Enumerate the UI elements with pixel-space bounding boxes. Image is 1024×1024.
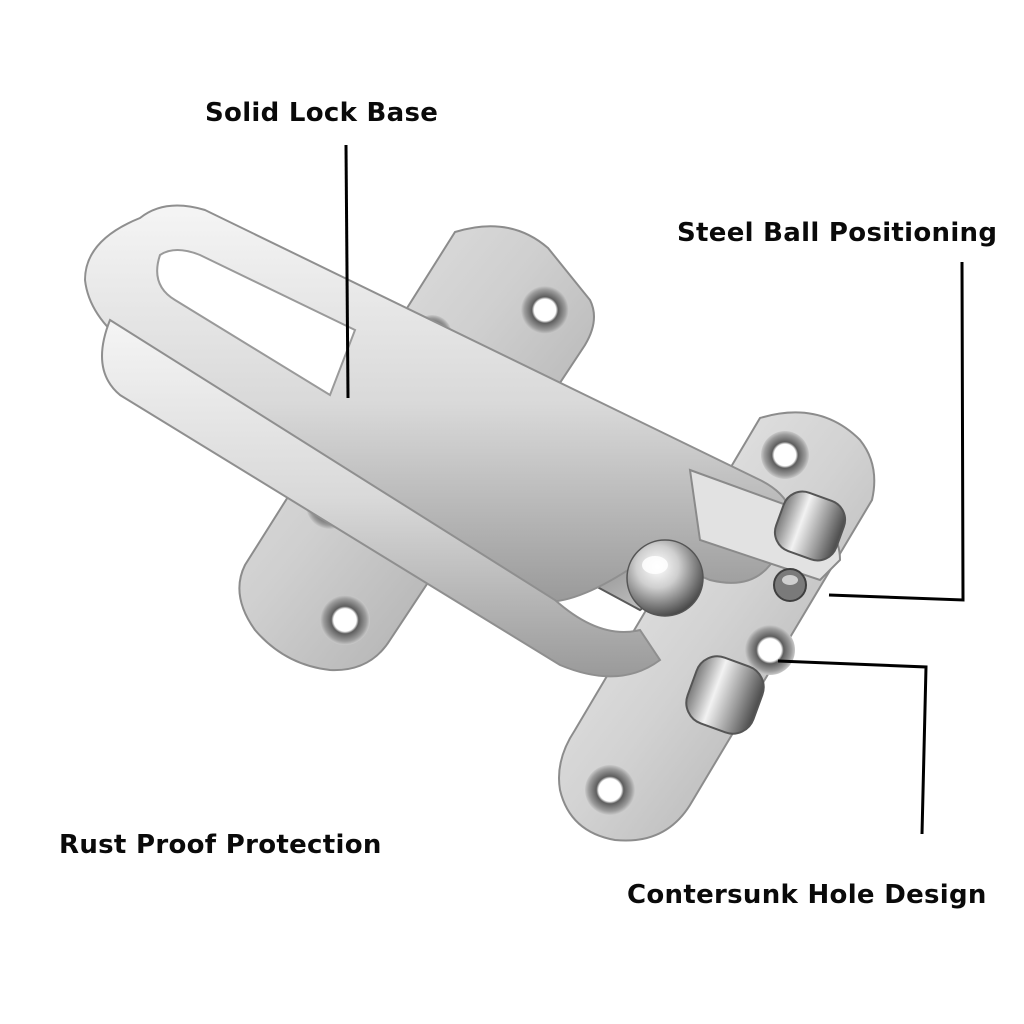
callout-steel-ball-positioning: Steel Ball Positioning [677, 218, 998, 248]
callout-countersunk-hole-design: Contersunk Hole Design [627, 880, 987, 910]
swing-arm [83, 204, 842, 678]
steel-ball [626, 539, 704, 617]
callout-rust-proof-protection: Rust Proof Protection [59, 830, 382, 860]
callout-solid-lock-base: Solid Lock Base [205, 98, 439, 128]
